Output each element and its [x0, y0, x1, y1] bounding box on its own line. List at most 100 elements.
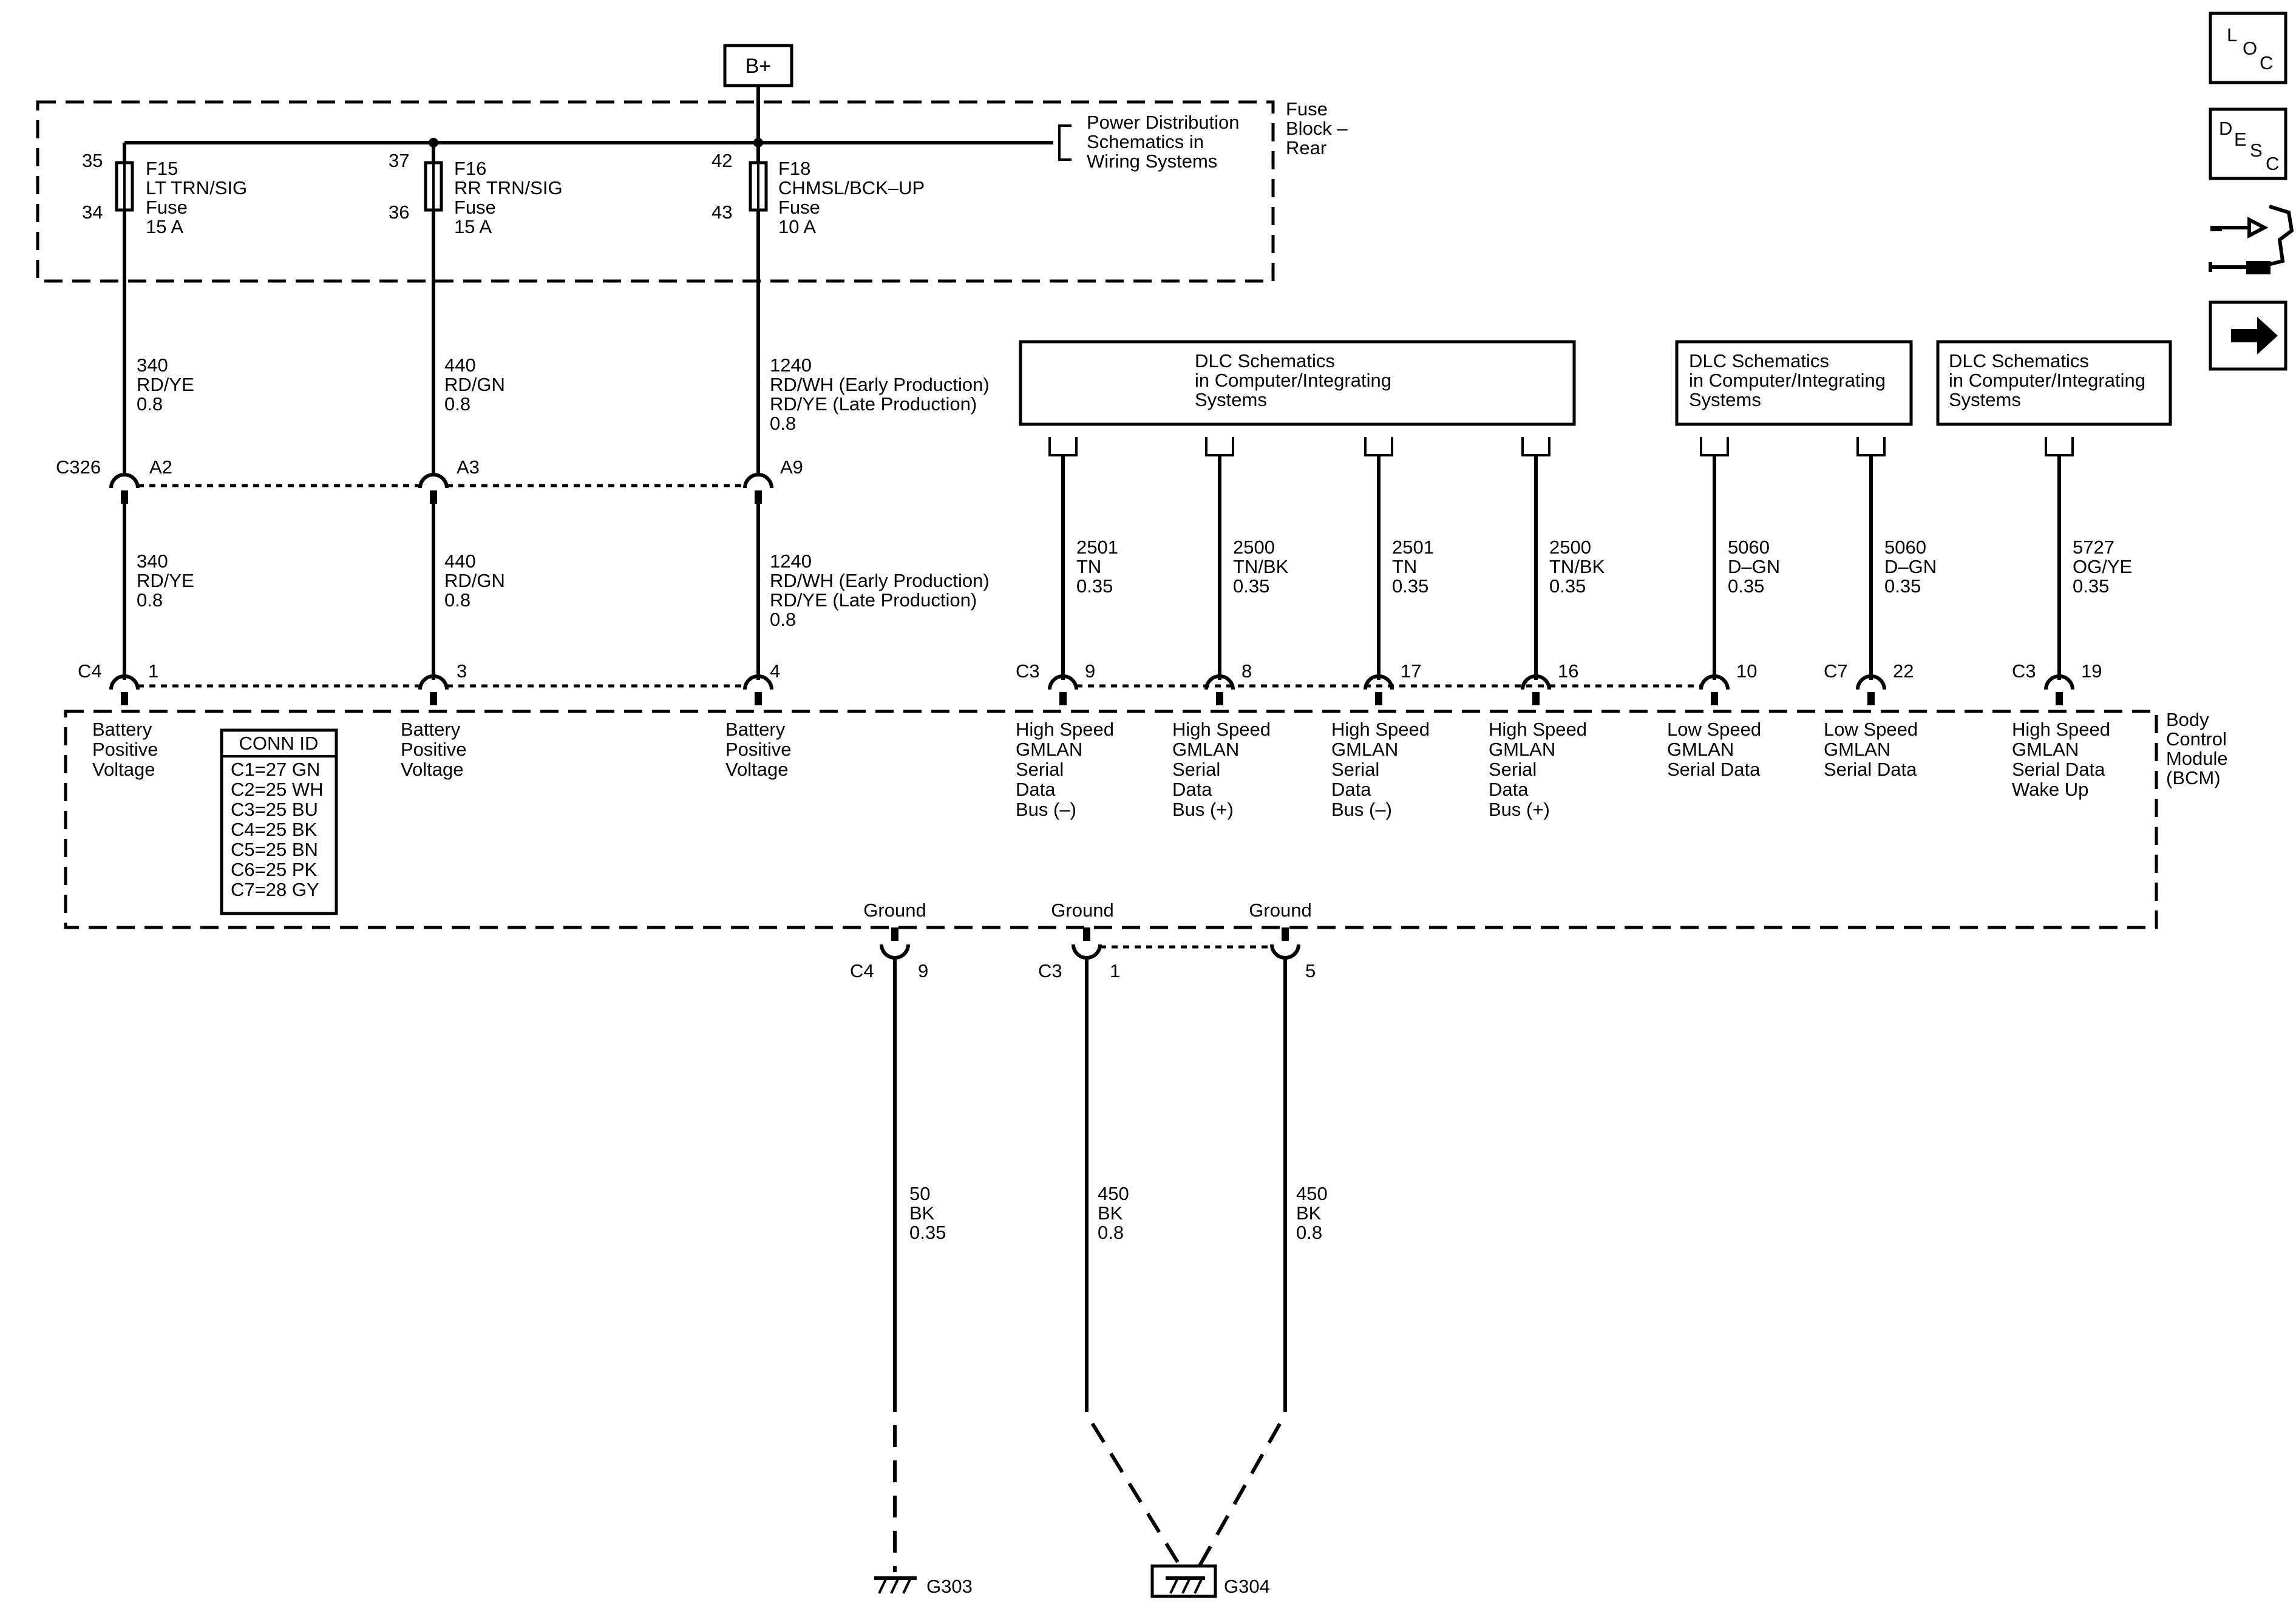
- ground-2-gauge: 0.8: [1098, 1222, 1124, 1243]
- ground-1-circuit: 50: [909, 1183, 930, 1204]
- conn-id-table: CONN ID C1=27 GN C2=25 WH C3=25 BU C4=25…: [220, 728, 338, 915]
- serial-wire-6-label-2: GMLAN: [1824, 739, 1890, 760]
- ground-1-label: Ground: [863, 900, 926, 921]
- bcm-label-3: Module: [2166, 748, 2228, 769]
- next-arrow-icon[interactable]: [2209, 300, 2288, 371]
- bcm-batt-2-l1: Battery: [401, 719, 461, 740]
- wire-440-upper-color: RD/GN: [444, 374, 505, 395]
- serial-wire-4-color: TN/BK: [1549, 556, 1605, 577]
- desc-icon[interactable]: D E S C: [2209, 107, 2288, 180]
- bcm-batt-1-l3: Voltage: [92, 759, 155, 780]
- dlc-3-line-1: DLC Schematics: [1949, 350, 2089, 371]
- bcm-batt-2-l3: Voltage: [401, 759, 463, 780]
- wire-440-lower-circuit: 440: [444, 551, 476, 572]
- serial-wire-1-pin: 9: [1085, 660, 1095, 682]
- ground-g304-symbol: G304: [1150, 1564, 1270, 1598]
- wire-1240-upper-color2: RD/YE (Late Production): [770, 393, 977, 415]
- serial-wire-2-color: TN/BK: [1233, 556, 1289, 577]
- ground-g303-label: G303: [926, 1576, 973, 1597]
- dlc-1-line-2: in Computer/Integrating: [1195, 370, 1391, 391]
- serial-wire-3-label-3: Serial: [1331, 759, 1379, 780]
- serial-wire-5-gauge: 0.35: [1728, 575, 1764, 597]
- fuse-f15-rating: 15 A: [146, 216, 183, 237]
- battery-label: B+: [746, 55, 772, 78]
- fuse-f16-rating: 15 A: [454, 216, 492, 237]
- wire-340-lower-circuit: 340: [137, 551, 168, 572]
- serial-wire-7-conn: C3: [2012, 660, 2036, 682]
- serial-wire-2-pin: 8: [1241, 660, 1252, 682]
- power-dist-line-2: Schematics in: [1087, 131, 1204, 152]
- ground-1-gauge: 0.35: [909, 1222, 946, 1243]
- dlc-2-line-3: Systems: [1689, 389, 1761, 410]
- ground-circuits: Ground Ground Ground C4 9 C3 1 5 50 BK 0…: [850, 900, 1328, 1573]
- power-dist-line-1: Power Distribution: [1087, 112, 1240, 133]
- ground-1-conn: C4: [850, 960, 874, 981]
- serial-wire-5-pin: 10: [1736, 660, 1757, 682]
- fuse-f16-desc: RR TRN/SIG: [454, 177, 563, 198]
- serial-wire-3-pin: 17: [1401, 660, 1421, 682]
- dlc-2-line-1: DLC Schematics: [1689, 350, 1829, 371]
- serial-wire-5-label-3: Serial Data: [1667, 759, 1761, 780]
- serial-wire-2-gauge: 0.35: [1233, 575, 1269, 597]
- desc-icon-e: E: [2234, 129, 2247, 150]
- serial-wire-1-label-5: Bus (–): [1016, 799, 1076, 820]
- conn-id-row-6: C6=25 PK: [231, 859, 318, 880]
- serial-wire-4-label-2: GMLAN: [1489, 739, 1555, 760]
- loc-icon-o: O: [2243, 38, 2257, 59]
- serial-wire-3-circuit: 2501: [1392, 537, 1434, 558]
- fuse-f18-name: F18: [778, 158, 810, 179]
- fuse-block-label-1: Fuse: [1286, 98, 1328, 120]
- ground-2-circuit: 450: [1098, 1183, 1129, 1204]
- ground-3-color: BK: [1296, 1202, 1322, 1224]
- serial-wire-7-color: OG/YE: [2073, 556, 2132, 577]
- wire-1240-lower-gauge: 0.8: [770, 609, 796, 630]
- serial-wire-6-label-1: Low Speed: [1824, 719, 1918, 740]
- connector-tool-icon[interactable]: [2209, 205, 2294, 274]
- ground-g304-label: G304: [1224, 1576, 1270, 1597]
- wire-440-lower-color: RD/GN: [444, 570, 505, 591]
- bcm-input-pin-4: 4: [770, 660, 780, 682]
- fuse-f18-pin-out: 43: [712, 202, 732, 223]
- serial-wire-4-label-3: Serial: [1489, 759, 1537, 780]
- serial-wire-6-gauge: 0.35: [1884, 575, 1921, 597]
- fuse-f15-pin-in: 35: [82, 150, 103, 171]
- bcm-label-2: Control: [2166, 728, 2227, 750]
- serial-wire-4-gauge: 0.35: [1549, 575, 1586, 597]
- serial-wire-2-label-4: Data: [1172, 779, 1212, 800]
- wire-440-upper-circuit: 440: [444, 354, 476, 376]
- wire-1240-lower-color: RD/WH (Early Production): [770, 570, 990, 591]
- serial-wire-3-color: TN: [1392, 556, 1417, 577]
- fuse-f16-pin-out: 36: [389, 202, 409, 223]
- fuse-f16-type: Fuse: [454, 197, 496, 218]
- conn-id-row-3: C3=25 BU: [231, 799, 318, 820]
- bcm-input-pin-3: 3: [457, 660, 467, 682]
- fuse-f18-desc: CHMSL/BCK–UP: [778, 177, 925, 198]
- ground-g303-symbol: G303: [874, 1576, 973, 1597]
- fuse-f16: 37 36 F16 RR TRN/SIG Fuse 15 A: [389, 143, 563, 237]
- loc-icon-l: L: [2227, 24, 2237, 46]
- ground-1-pin: 9: [918, 960, 928, 981]
- bcm-input-connectors: C4 1 3 4: [78, 660, 780, 705]
- loc-icon[interactable]: L O C: [2209, 12, 2288, 84]
- wire-1240-lower-color2: RD/YE (Late Production): [770, 589, 977, 611]
- ground-3-circuit: 450: [1296, 1183, 1328, 1204]
- serial-wire-1-conn: C3: [1016, 660, 1040, 682]
- serial-wire-3-label-5: Bus (–): [1331, 799, 1392, 820]
- dlc-3-line-2: in Computer/Integrating: [1949, 370, 2145, 391]
- serial-wire-4-circuit: 2500: [1549, 537, 1591, 558]
- serial-wire-1-gauge: 0.35: [1076, 575, 1113, 597]
- c326-pin-a2: A2: [149, 456, 172, 478]
- fuse-f15-name: F15: [146, 158, 178, 179]
- fuse-f16-pin-in: 37: [389, 150, 409, 171]
- serial-wire-6-color: D–GN: [1884, 556, 1937, 577]
- fuse-block-label-2: Block –: [1286, 118, 1348, 139]
- bcm-label-1: Body: [2166, 709, 2209, 730]
- serial-wire-7-gauge: 0.35: [2073, 575, 2109, 597]
- serial-wire-5-circuit: 5060: [1728, 537, 1770, 558]
